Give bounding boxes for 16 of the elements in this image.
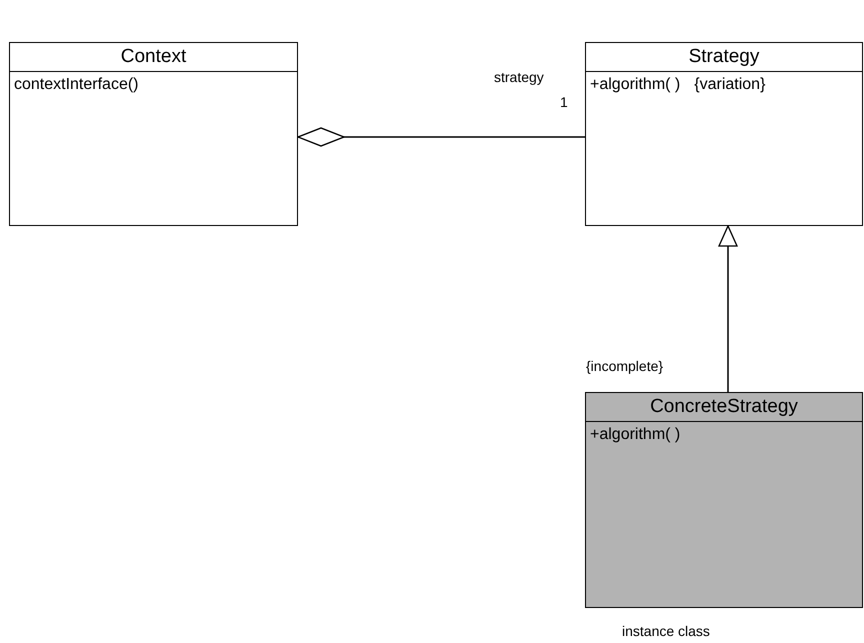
constraint-label: {incomplete} [586, 358, 664, 374]
class-box [585, 42, 863, 226]
class-operation: +algorithm( ) [590, 426, 680, 444]
class-name: ConcreteStrategy [650, 396, 798, 418]
class-box [9, 42, 298, 226]
role-name: strategy [494, 69, 544, 85]
stereotype-note: instance class [622, 623, 710, 639]
multiplicity-label: 1 [560, 94, 568, 110]
generalization-arrow [718, 225, 738, 392]
class-operation: contextInterface() [14, 76, 138, 94]
aggregation-line [297, 127, 585, 147]
class-name: Strategy [688, 46, 760, 68]
class-operation: +algorithm( ) [590, 76, 680, 94]
class-box [585, 392, 863, 608]
class-operation: {variation} [694, 76, 766, 94]
class-name: Context [120, 46, 186, 68]
